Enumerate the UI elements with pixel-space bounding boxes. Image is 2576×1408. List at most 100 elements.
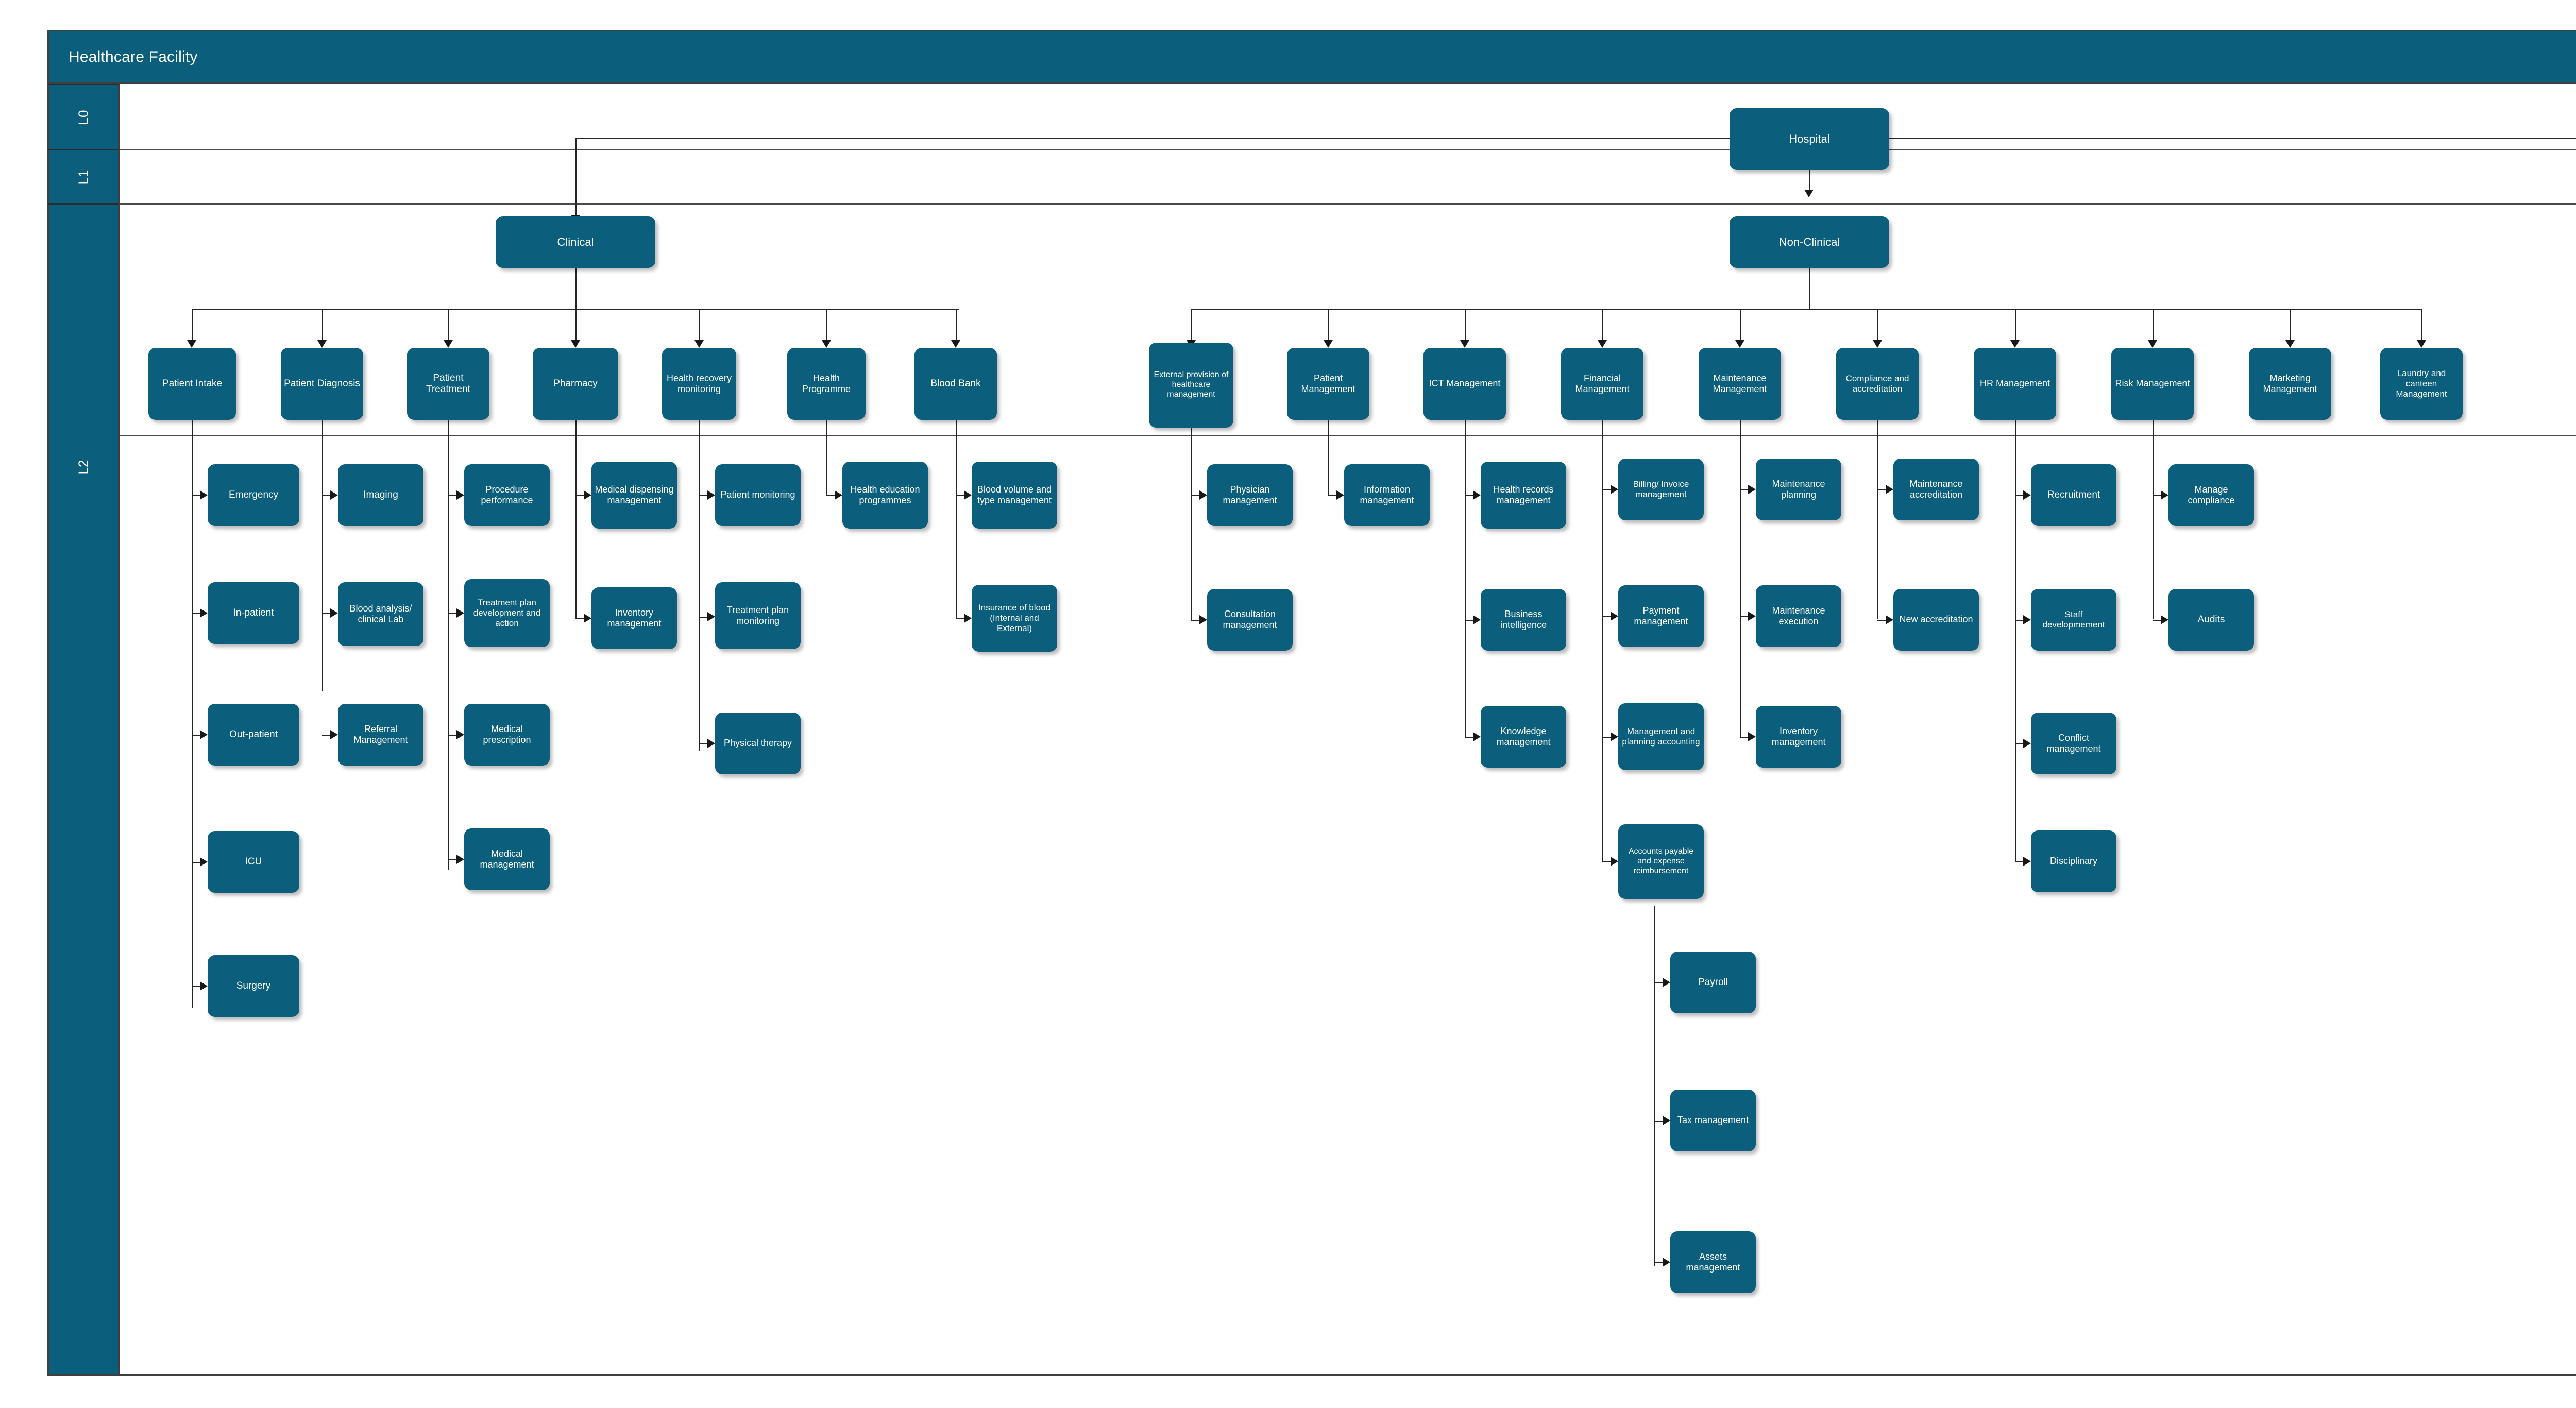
node-health-records-management[interactable]: Health records management — [1481, 462, 1566, 529]
arrow-outpatient — [200, 730, 208, 739]
node-in-patient[interactable]: In-patient — [208, 582, 299, 644]
node-consultation-management[interactable]: Consultation management — [1207, 589, 1293, 651]
level-gutter-l2: L2 — [47, 203, 120, 1376]
node-clinical[interactable]: Clinical — [496, 216, 655, 268]
node-health-education-programmes[interactable]: Health education programmes — [842, 462, 928, 529]
node-imaging[interactable]: Imaging — [338, 464, 423, 526]
node-risk-management[interactable]: Risk Management — [2111, 348, 2194, 420]
node-physical-therapy[interactable]: Physical therapy — [715, 713, 801, 774]
connector-drop-maintenance-management — [1740, 309, 1741, 340]
node-assets-management[interactable]: Assets management — [1670, 1231, 1756, 1293]
spine-financial-management — [1602, 418, 1603, 861]
arrow-assets-management — [1663, 1258, 1670, 1267]
arrow-marketing-management — [2285, 340, 2295, 348]
connector-drop-patient-treatment — [448, 309, 449, 340]
node-patient-intake[interactable]: Patient Intake — [148, 348, 236, 420]
spine-patient-treatment — [448, 418, 449, 870]
node-manage-compliance[interactable]: Manage compliance — [2168, 464, 2254, 526]
node-business-intelligence[interactable]: Business intelligence — [1481, 589, 1566, 651]
node-insurance-of-blood[interactable]: Insurance of blood (Internal and Externa… — [972, 585, 1057, 652]
node-surgery[interactable]: Surgery — [208, 955, 299, 1017]
node-out-patient[interactable]: Out-patient — [208, 704, 299, 766]
arrow-referral-management — [330, 730, 338, 739]
spine-health-recovery — [699, 418, 700, 751]
node-conflict-management[interactable]: Conflict management — [2031, 713, 2116, 774]
branch-physical-therapy — [699, 743, 710, 744]
arrow-physician-management — [1199, 490, 1207, 500]
node-compliance-accreditation[interactable]: Compliance and accreditation — [1836, 348, 1919, 420]
node-new-accreditation[interactable]: New accreditation — [1893, 589, 1979, 651]
spine-compliance — [1877, 418, 1878, 619]
node-health-recovery-monitoring[interactable]: Health recovery monitoring — [662, 348, 736, 420]
node-payment-management[interactable]: Payment management — [1618, 585, 1704, 647]
arrow-imaging — [330, 490, 338, 500]
node-laundry-canteen-management[interactable]: Laundry and canteen Management — [2380, 348, 2463, 420]
node-billing-invoice-management[interactable]: Billing/ Invoice management — [1618, 459, 1704, 520]
node-maintenance-execution[interactable]: Maintenance execution — [1756, 585, 1841, 647]
node-inventory-management-pharmacy[interactable]: Inventory management — [591, 587, 677, 649]
node-treatment-plan-monitoring[interactable]: Treatment plan monitoring — [715, 582, 801, 649]
node-marketing-management[interactable]: Marketing Management — [2249, 348, 2331, 420]
node-tax-management[interactable]: Tax management — [1670, 1090, 1756, 1151]
branch-emergency — [192, 495, 202, 496]
arrow-knowledge-management — [1473, 732, 1481, 741]
connector-drop-patient-diagnosis — [322, 309, 323, 340]
node-patient-treatment[interactable]: Patient Treatment — [407, 348, 489, 420]
arrow-emergency — [200, 490, 208, 500]
node-patient-diagnosis[interactable]: Patient Diagnosis — [281, 348, 363, 420]
node-patient-monitoring[interactable]: Patient monitoring — [715, 464, 801, 526]
node-medical-prescription[interactable]: Medical prescription — [464, 704, 550, 766]
node-maintenance-planning[interactable]: Maintenance planning — [1756, 459, 1841, 520]
node-blood-analysis[interactable]: Blood analysis/ clinical Lab — [338, 582, 423, 646]
node-medical-dispensing-management[interactable]: Medical dispensing management — [591, 462, 677, 529]
arrow-inventory-maintenance — [1748, 732, 1756, 741]
node-financial-management[interactable]: Financial Management — [1561, 348, 1643, 420]
spine-maintenance-management — [1740, 418, 1741, 738]
node-hr-management[interactable]: HR Management — [1974, 348, 2056, 420]
arrow-audits — [2161, 615, 2168, 624]
node-knowledge-management[interactable]: Knowledge management — [1481, 706, 1566, 768]
node-external-provision[interactable]: External provision of healthcare managem… — [1149, 343, 1233, 428]
node-accounts-payable-expense[interactable]: Accounts payable and expense reimburseme… — [1618, 824, 1704, 899]
node-hospital[interactable]: Hospital — [1730, 108, 1889, 170]
node-payroll[interactable]: Payroll — [1670, 952, 1756, 1013]
arrow-maintenance-planning — [1748, 485, 1756, 494]
node-medical-management[interactable]: Medical management — [464, 828, 550, 890]
node-blood-bank[interactable]: Blood Bank — [914, 348, 997, 420]
connector-nonclinical-bus — [1191, 309, 2421, 310]
node-inventory-management-maintenance[interactable]: Inventory management — [1756, 706, 1841, 768]
node-referral-management[interactable]: Referral Management — [338, 704, 423, 766]
branch-payment-management — [1602, 616, 1613, 617]
node-maintenance-management[interactable]: Maintenance Management — [1699, 348, 1781, 420]
node-health-programme[interactable]: Health Programme — [787, 348, 866, 420]
node-audits[interactable]: Audits — [2168, 589, 2254, 651]
connector-drop-patient-management — [1328, 309, 1329, 340]
node-physician-management[interactable]: Physician management — [1207, 464, 1293, 526]
node-disciplinary[interactable]: Disciplinary — [2031, 830, 2116, 892]
branch-tax-management — [1654, 1121, 1665, 1122]
node-information-management[interactable]: Information management — [1344, 464, 1430, 526]
level-label-l1: L1 — [75, 169, 91, 184]
connector-drop-compliance — [1877, 309, 1878, 340]
node-procedure-performance[interactable]: Procedure performance — [464, 464, 550, 526]
node-icu[interactable]: ICU — [208, 831, 299, 893]
node-treatment-plan-development[interactable]: Treatment plan development and action — [464, 579, 550, 647]
node-recruitment[interactable]: Recruitment — [2031, 464, 2116, 526]
arrow-physical-therapy — [707, 739, 715, 748]
branch-patient-monitoring — [699, 495, 710, 496]
arrow-health-education — [835, 490, 842, 500]
diagram-frame — [47, 30, 2576, 1376]
connector-drop-laundry-canteen — [2421, 309, 2422, 340]
node-non-clinical[interactable]: Non-Clinical — [1730, 216, 1889, 268]
branch-billing-invoice — [1602, 489, 1613, 490]
arrow-health-records — [1473, 490, 1481, 500]
node-pharmacy[interactable]: Pharmacy — [533, 348, 618, 420]
node-staff-development[interactable]: Staff developmement — [2031, 589, 2116, 651]
node-blood-volume-type-management[interactable]: Blood volume and type management — [972, 462, 1057, 529]
node-emergency[interactable]: Emergency — [208, 464, 299, 526]
node-management-planning-accounting[interactable]: Management and planning accounting — [1618, 703, 1704, 770]
node-ict-management[interactable]: ICT Management — [1423, 348, 1506, 420]
node-patient-management[interactable]: Patient Management — [1287, 348, 1369, 420]
node-maintenance-accreditation[interactable]: Maintenance accreditation — [1893, 459, 1979, 520]
arrow-conflict-management — [2023, 739, 2031, 748]
